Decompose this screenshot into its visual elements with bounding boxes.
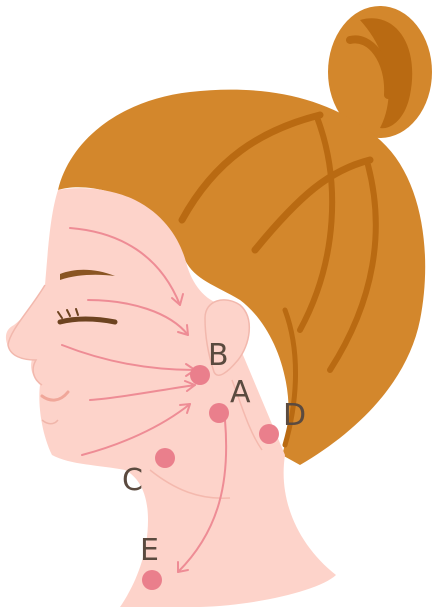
point-b-marker	[190, 365, 210, 385]
label-point-a: A	[230, 375, 251, 410]
label-point-c: C	[122, 463, 143, 498]
point-e-marker	[142, 570, 162, 590]
point-a-marker	[209, 403, 229, 423]
label-point-e: E	[140, 533, 159, 568]
label-point-d: D	[283, 398, 306, 433]
point-c-marker	[155, 448, 175, 468]
point-d-marker	[259, 424, 279, 444]
label-point-b: B	[208, 338, 229, 373]
